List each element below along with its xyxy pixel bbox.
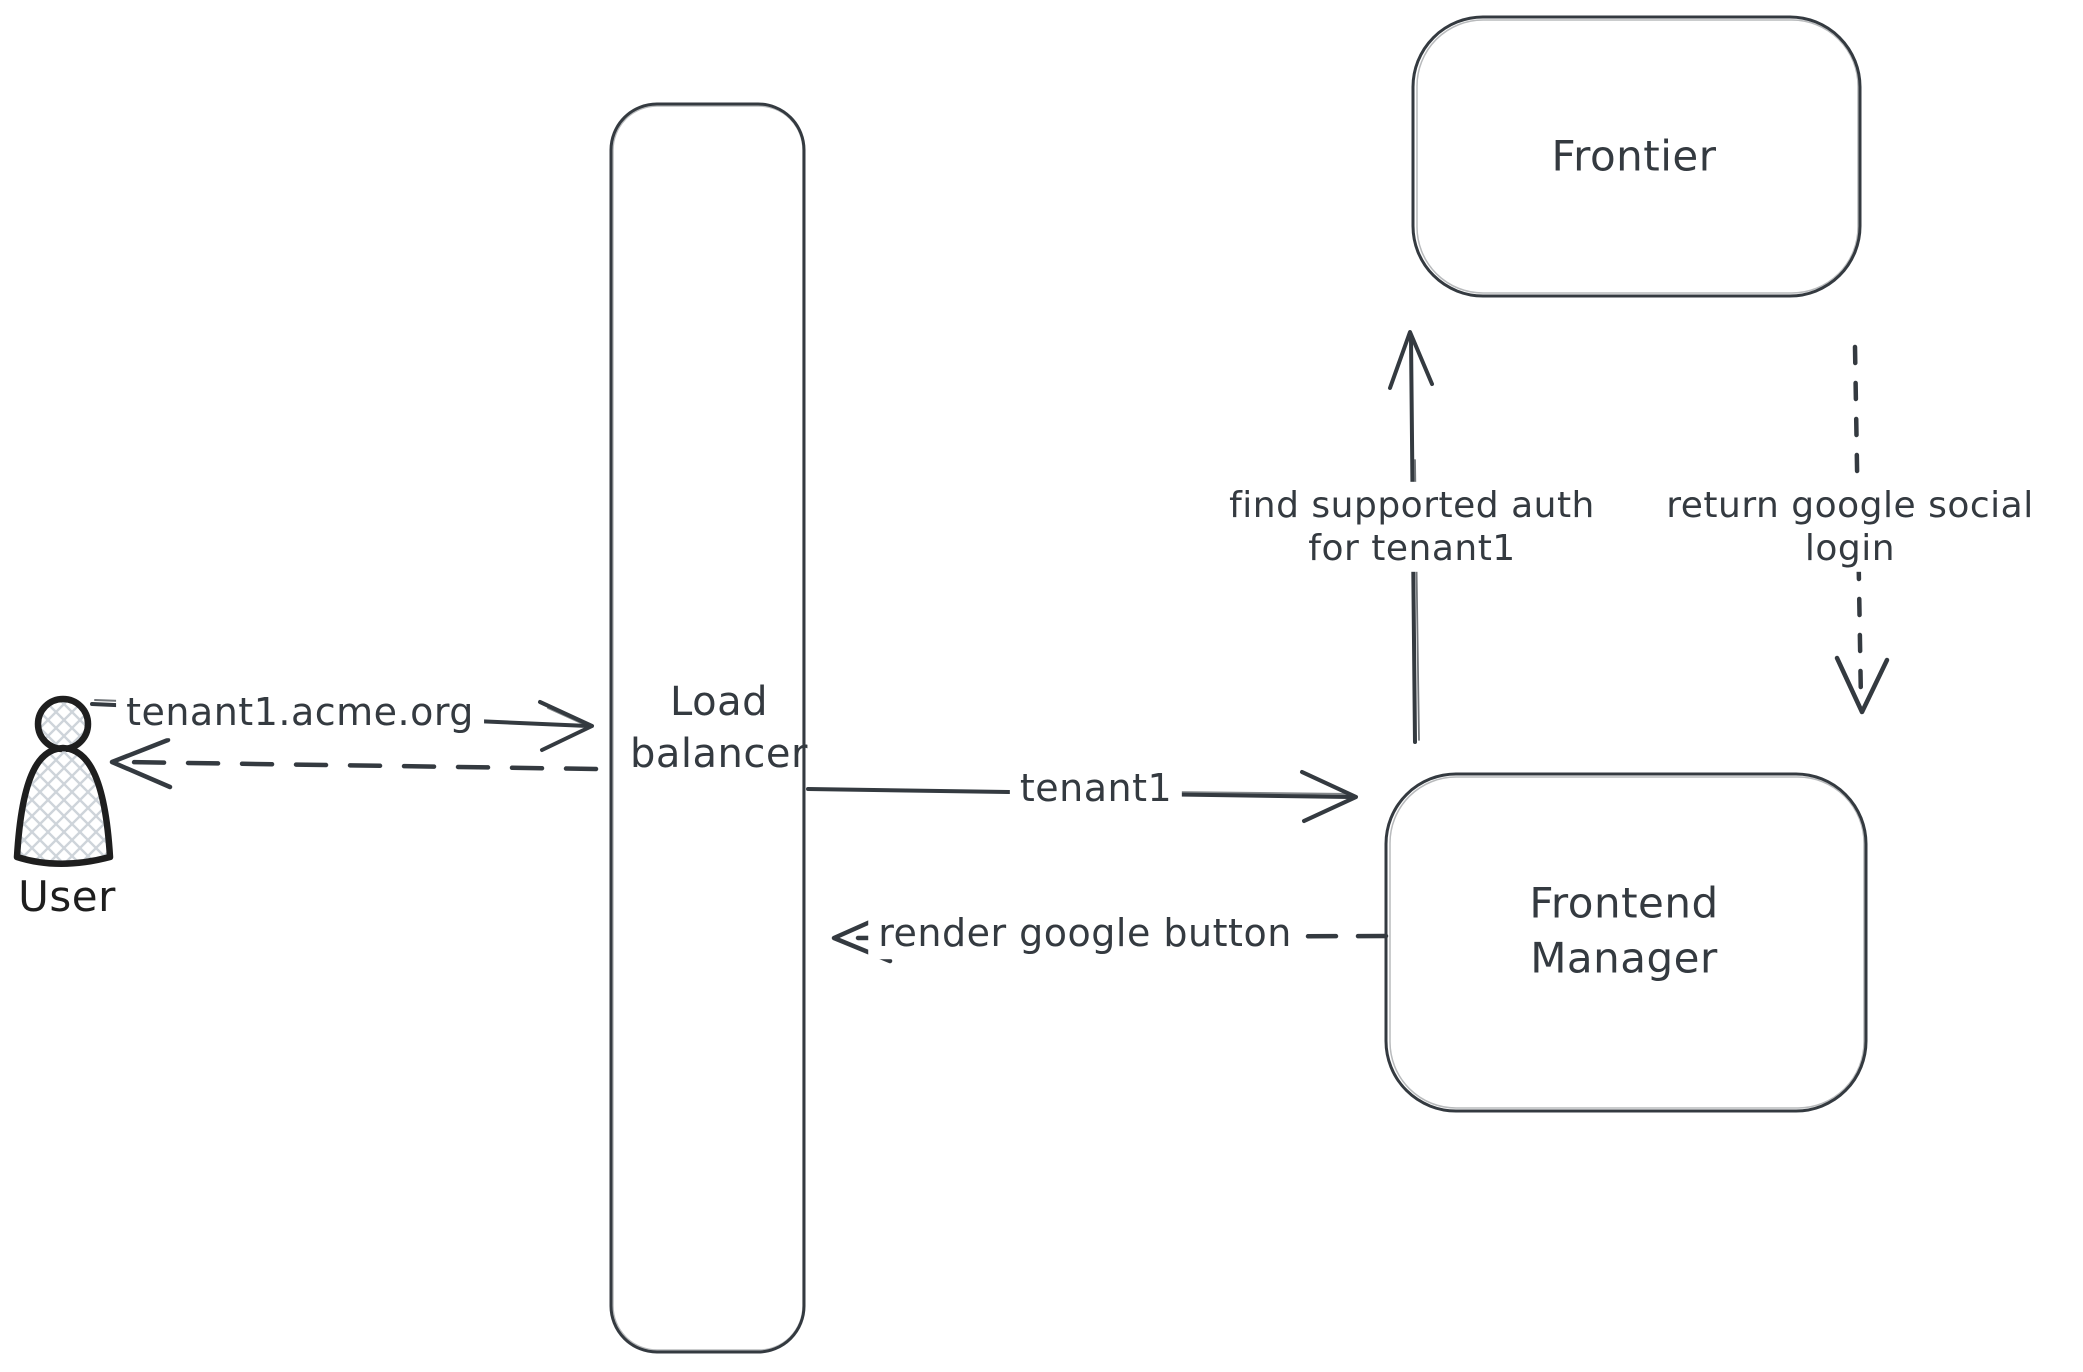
edge-label-return-google-social-login: return google social login (1656, 481, 2044, 573)
edge-label-tenant1-acme-org: tenant1.acme.org (116, 688, 484, 738)
edge-label-tenant1: tenant1 (1009, 764, 1183, 814)
load-balancer-node (609, 102, 806, 1354)
edge-label-return-google-social-login-line1: return google social (1666, 484, 2034, 526)
frontend-manager-label-line2: Manager (1530, 933, 1718, 982)
frontier-node (1411, 15, 1862, 298)
edge-label-find-supported-auth-line1: find supported auth (1229, 484, 1595, 526)
user-icon (13, 695, 114, 867)
frontend-manager-label: Frontend Manager (1529, 876, 1718, 985)
frontier-label: Frontier (1551, 131, 1717, 181)
load-balancer-label-line2: balancer (630, 731, 808, 777)
arrow-frontier-to-frontend-manager (1834, 344, 1890, 715)
edge-label-return-google-social-login-line2: login (1804, 528, 1896, 569)
edge-label-render-google-button: render google button (868, 909, 1302, 959)
edge-label-find-supported-auth: find supported auth for tenant1 (1219, 481, 1605, 573)
arrow-load-balancer-to-user (109, 737, 599, 790)
frontend-manager-label-line1: Frontend (1529, 878, 1719, 928)
load-balancer-label-line1: Load (670, 679, 768, 725)
user-label: User (18, 871, 116, 921)
load-balancer-label: Load balancer (630, 676, 808, 780)
edge-label-find-supported-auth-line2: for tenant1 (1308, 528, 1516, 569)
frontend-manager-node (1384, 772, 1868, 1113)
